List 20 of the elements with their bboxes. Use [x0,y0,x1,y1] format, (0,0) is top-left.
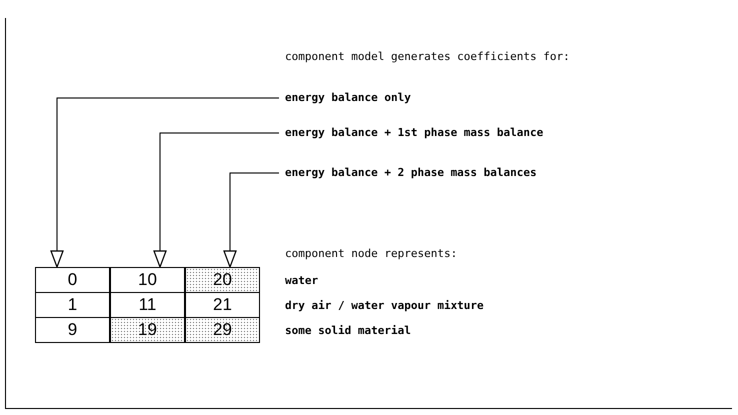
table-cell: 29 [185,317,260,343]
heading-text: component node represents: [285,247,458,261]
table-cell: 1 [35,292,110,318]
arrow [223,172,280,268]
table-cell: 21 [185,292,260,318]
arrow [153,132,280,268]
row-label: water [285,274,318,288]
option-text: energy balance only [285,91,411,105]
table-cell: 0 [35,267,110,293]
table-cell: 19 [110,317,185,343]
table-cell: 11 [110,292,185,318]
row-label: dry air / water vapour mixture [285,299,484,313]
row-label: some solid material [285,324,411,338]
option-text: energy balance + 1st phase mass balance [285,126,544,140]
table-cell: 9 [35,317,110,343]
table-cell: 20 [185,267,260,293]
table-cell: 10 [110,267,185,293]
option-text: energy balance + 2 phase mass balances [285,166,537,180]
heading-text: component model generates coefficients for: [285,50,570,64]
arrow [50,98,280,268]
